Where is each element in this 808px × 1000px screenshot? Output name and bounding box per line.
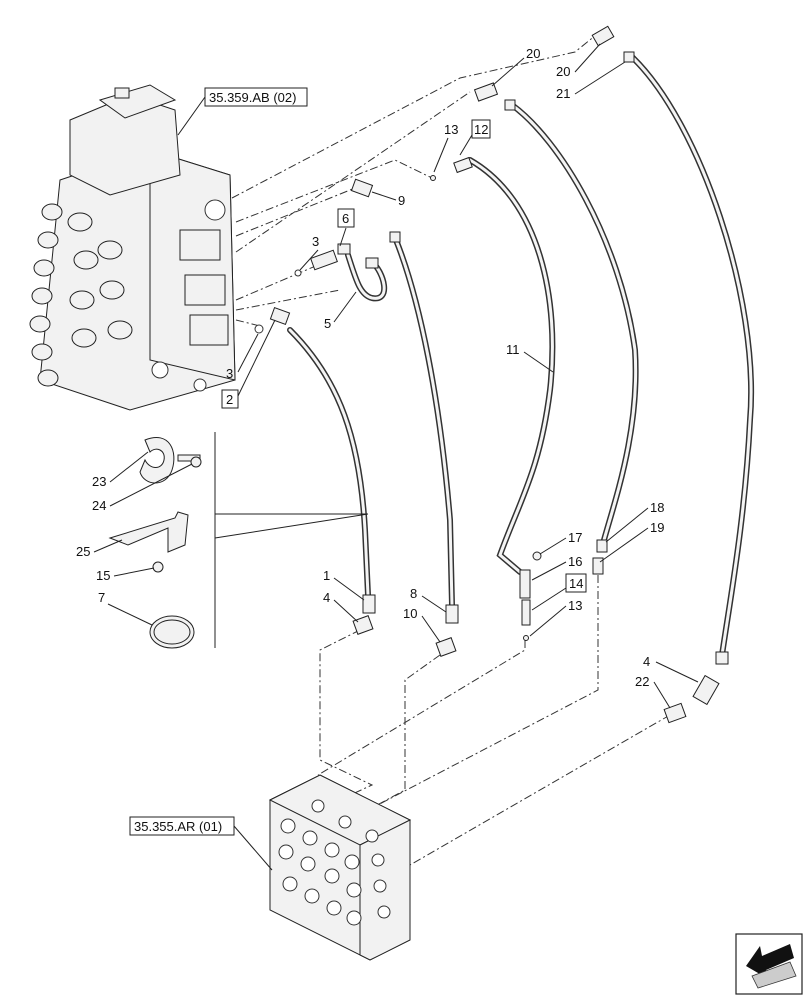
- connection-lines: [231, 34, 671, 866]
- callout-20-middle: 20: [526, 46, 540, 61]
- callouts: 20 21 20 13 12 9 6 3 5 3 2 11: [76, 43, 699, 709]
- callout-20-top: 20: [556, 64, 570, 79]
- callout-1: 1: [323, 568, 330, 583]
- callout-10: 10: [403, 606, 417, 621]
- callout-8: 8: [410, 586, 417, 601]
- callout-13-top: 13: [444, 122, 458, 137]
- callout-3-lower: 3: [226, 366, 233, 381]
- callout-23: 23: [92, 474, 106, 489]
- callout-17: 17: [568, 530, 582, 545]
- callout-25: 25: [76, 544, 90, 559]
- callout-3-upper: 3: [312, 234, 319, 249]
- callout-14: 14: [569, 576, 583, 591]
- callout-4-right: 4: [643, 654, 650, 669]
- callout-13-bottom: 13: [568, 598, 582, 613]
- callout-12: 12: [474, 122, 488, 137]
- hoses: [287, 52, 755, 658]
- callout-24: 24: [92, 498, 106, 513]
- callout-18: 18: [650, 500, 664, 515]
- callout-6: 6: [342, 211, 349, 226]
- callout-16: 16: [568, 554, 582, 569]
- callout-19: 19: [650, 520, 664, 535]
- fittings: [254, 25, 729, 724]
- ref-manifold-text: 35.355.AR (01): [134, 819, 222, 834]
- callout-15: 15: [96, 568, 110, 583]
- callout-22: 22: [635, 674, 649, 689]
- ref-control-valve-text: 35.359.AB (02): [209, 90, 296, 105]
- callout-11: 11: [506, 342, 520, 357]
- ref-box-control-valve[interactable]: 35.359.AB (02): [204, 87, 308, 107]
- callout-9: 9: [398, 193, 405, 208]
- manifold-block: [268, 774, 412, 961]
- ref-box-manifold[interactable]: 35.355.AR (01): [129, 816, 235, 836]
- callout-5: 5: [324, 316, 331, 331]
- callout-2: 2: [226, 392, 233, 407]
- callout-21: 21: [556, 86, 570, 101]
- callout-7: 7: [98, 590, 105, 605]
- callout-4-left: 4: [323, 590, 330, 605]
- control-valve-block: [29, 84, 236, 411]
- arrow-back-icon[interactable]: [735, 933, 803, 995]
- detail-parts: [108, 437, 202, 649]
